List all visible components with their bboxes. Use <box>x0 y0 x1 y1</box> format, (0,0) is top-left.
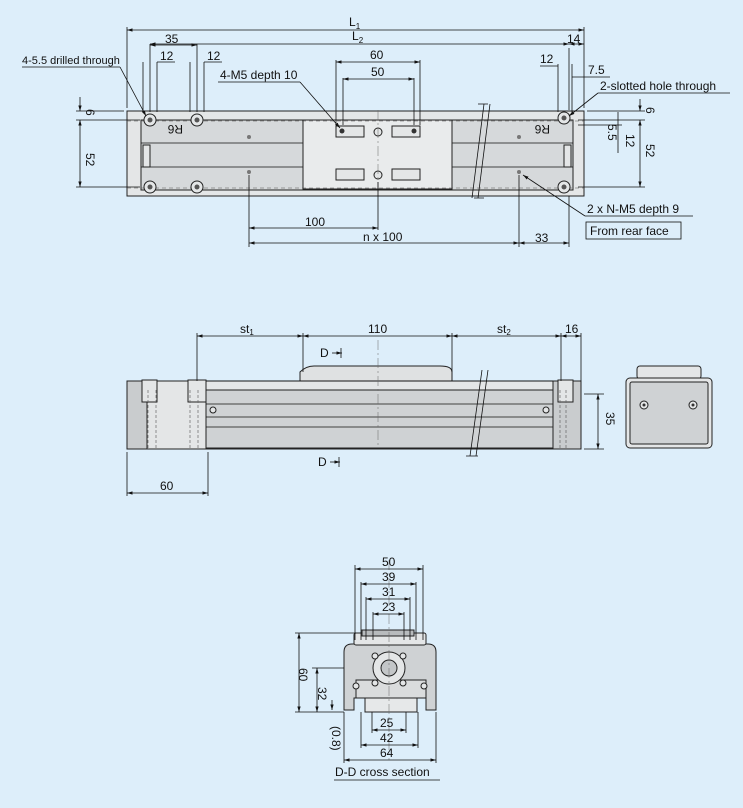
dim-39: 39 <box>382 570 396 584</box>
dim-25: 25 <box>380 716 394 730</box>
dim-l1: L1 <box>349 15 361 31</box>
end-view <box>625 365 713 449</box>
dim-33: 33 <box>535 231 549 245</box>
note-nm5: 2 x N-M5 depth 9 <box>587 202 679 216</box>
section-mark-top: D <box>320 346 329 360</box>
dim-32: 32 <box>315 687 329 701</box>
front-view-carriage <box>299 365 453 382</box>
section-caption: D-D cross section <box>335 765 430 779</box>
dim-st1: st1 <box>240 322 254 337</box>
dim-16: 16 <box>565 322 579 336</box>
dim-6-left: 6 <box>83 109 97 116</box>
top-view: L1 L2 14 35 12 12 60 50 12 <box>22 15 730 247</box>
dim-12b: 12 <box>207 49 221 63</box>
note-m5-depth10: 4-M5 depth 10 <box>220 68 298 82</box>
dim-6-right: 6 <box>643 107 657 114</box>
dim-st2: st2 <box>497 322 511 337</box>
r6-left: R6 <box>167 122 183 136</box>
front-view: st1 110 st2 16 D D 60 35 <box>126 322 617 496</box>
dim-31: 31 <box>382 585 396 599</box>
dim-52-left: 52 <box>83 153 97 167</box>
note-drilled: 4-5.5 drilled through <box>22 55 120 67</box>
dim-12-right: 12 <box>623 134 637 148</box>
dim-42: 42 <box>380 731 394 745</box>
dim-100: 100 <box>305 215 325 229</box>
dim-50-section: 50 <box>382 555 396 569</box>
section-view: 50 39 31 23 25 42 64 60 32 (0.8) D-D cro… <box>295 555 440 781</box>
dim-35: 35 <box>165 32 179 46</box>
dim-7-5: 7.5 <box>588 63 605 77</box>
dim-14: 14 <box>567 32 581 46</box>
r6-right: R6 <box>534 122 550 136</box>
dim-l2: L2 <box>352 29 364 45</box>
dim-52-right: 52 <box>643 144 657 158</box>
dim-50-top: 50 <box>371 65 385 79</box>
dim-64: 64 <box>380 746 394 760</box>
dim-60-top: 60 <box>370 48 384 62</box>
dim-12a: 12 <box>160 49 174 63</box>
dim-12c: 12 <box>540 52 554 66</box>
dim-5-5: 5.5 <box>605 124 619 141</box>
note-rear-face: From rear face <box>590 224 669 238</box>
dim-n100: n x 100 <box>363 230 403 244</box>
dim-110: 110 <box>368 322 387 336</box>
dim-60-front: 60 <box>160 479 174 493</box>
dim-23: 23 <box>382 600 396 614</box>
dim-35-front: 35 <box>603 412 617 426</box>
section-mark-bottom: D <box>318 455 327 469</box>
dim-0-8: (0.8) <box>329 726 343 751</box>
dim-60-section: 60 <box>296 668 310 682</box>
note-slotted: 2-slotted hole through <box>600 79 716 93</box>
